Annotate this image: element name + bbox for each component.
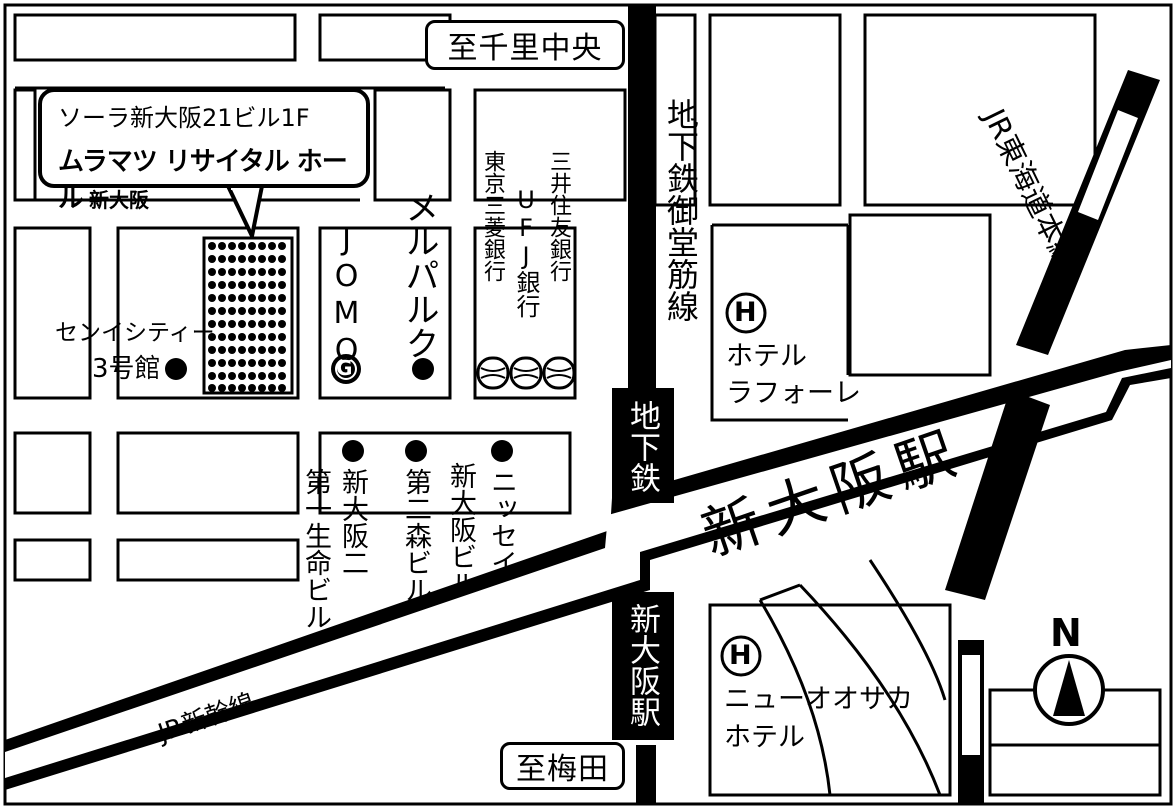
compass-arrow — [1053, 660, 1085, 716]
midosuji-line — [628, 5, 656, 390]
destination-south-box: 至梅田 — [500, 742, 625, 790]
destination-north-box: 至千里中央 — [425, 20, 625, 70]
subway-box-upper — [612, 388, 674, 503]
hotel-new-otani-icon-letter: H — [729, 640, 752, 671]
station-ramps — [758, 559, 947, 796]
midosuji-line-label: 地下鉄御堂筋線 — [662, 98, 700, 322]
jomo-icon-letter: G — [336, 356, 353, 380]
sen-i-city-label-2: 3号館 — [92, 354, 161, 384]
hotel-new-otani-label-2: ホテル — [724, 722, 805, 753]
jomo-label: JOMO — [329, 222, 364, 370]
shin-osaka-ni-label: 新大阪二 — [337, 468, 368, 576]
destination-south-label: 至梅田 — [516, 752, 609, 787]
bank-logos — [476, 356, 576, 390]
subway-station-label: 新大阪駅 — [624, 603, 660, 727]
hotel-laforet-icon-letter: H — [734, 297, 757, 328]
dai-ichi-seimei-label: 第一生命ビル — [300, 468, 331, 630]
venue-callout: ソーラ新大阪21ビル1F ムラマツ リサイタル ホール新大阪 — [38, 88, 370, 214]
venue-dot-grid — [208, 242, 286, 392]
venue-name-label: ムラマツ リサイタル ホール — [58, 147, 348, 214]
hotel-laforet-icon — [725, 292, 767, 334]
landmark-dots — [165, 358, 513, 462]
city-blocks — [13, 13, 1162, 797]
sen-i-city-label-1: センイシティー — [55, 320, 215, 346]
mitsui-sumitomo-label: 三井住友銀行 — [546, 150, 571, 282]
mel-parque-label: メルパルク — [399, 190, 439, 360]
destination-north-label: 至千里中央 — [447, 31, 603, 66]
venue-building — [202, 236, 294, 395]
dai-ni-mori-label: 第二森ビル — [400, 468, 431, 603]
hotel-laforet-label-1: ホテル — [726, 341, 807, 372]
nissei-label: ニッセイ — [486, 468, 517, 576]
compass-north-label: N — [1050, 611, 1082, 655]
ufj-bank-label: UFJ銀行 — [512, 186, 540, 318]
subway-prefix-label: 地下鉄 — [624, 400, 660, 493]
hotel-new-otani-icon — [720, 635, 762, 677]
hotel-new-otani-label-1: ニューオオサカ — [724, 684, 913, 715]
shinkansen-band — [5, 345, 1171, 790]
tokyo-mitsubishi-label: 東京三菱銀行 — [480, 150, 505, 282]
shin-osaka-building-label: 新大阪ビル — [445, 462, 476, 597]
hotel-laforet-label-2: ラフォーレ — [726, 378, 861, 409]
venue-building-label: ソーラ新大阪21ビル1F — [58, 104, 310, 132]
venue-branch-label: 新大阪 — [89, 188, 150, 212]
subway-box-lower — [612, 592, 674, 740]
